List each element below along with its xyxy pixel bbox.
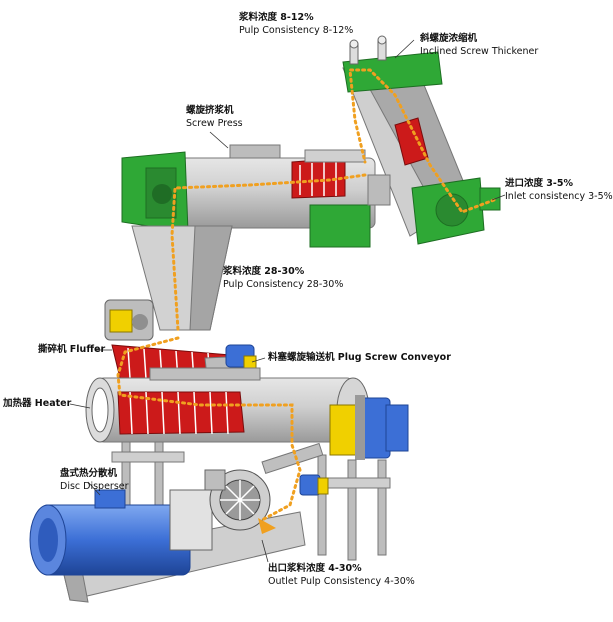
pulp-flow-path xyxy=(116,68,496,522)
fluffer xyxy=(104,299,154,341)
label-pulp-mid-zh: 浆料浓度 28-30% xyxy=(223,266,305,277)
label-disc-disperser: 盘式热分散机 Disc Disperser xyxy=(60,467,129,493)
process-diagram: 浆料浓度 8-12% Pulp Consistency 8-12% 斜螺旋浓缩机… xyxy=(3,11,613,603)
hopper xyxy=(131,225,233,331)
disc-disperser xyxy=(29,442,329,603)
label-inlet-zh: 进口浓度 3-5% xyxy=(505,178,573,189)
label-screw-press-zh: 螺旋挤浆机 xyxy=(186,105,234,116)
heater xyxy=(85,367,409,460)
label-outlet-consistency: 出口浆料浓度 4-30% Outlet Pulp Consistency 4-3… xyxy=(268,562,415,588)
support-frame xyxy=(111,441,391,561)
label-plug-screw-conveyor: 料塞螺旋输送机 Plug Screw Conveyor xyxy=(268,351,451,364)
leader-lines xyxy=(69,39,506,563)
machine-illustration xyxy=(29,35,506,603)
label-heater-text: 加热器 Heater xyxy=(3,398,72,409)
label-outlet-zh: 出口浆料浓度 4-30% xyxy=(268,563,362,574)
label-outlet-en: Outlet Pulp Consistency 4-30% xyxy=(268,576,415,587)
label-inclined-screw-thickener: 斜螺旋浓缩机 Inclined Screw Thickener xyxy=(420,32,538,58)
label-pulp-top-zh: 浆料浓度 8-12% xyxy=(239,12,314,23)
label-pulp-consistency-top: 浆料浓度 8-12% Pulp Consistency 8-12% xyxy=(239,11,353,37)
label-fluffer: 撕碎机 Fluffer xyxy=(38,343,105,356)
screw-press xyxy=(121,144,391,248)
label-screw-press: 螺旋挤浆机 Screw Press xyxy=(186,104,243,130)
label-inlet-consistency: 进口浓度 3-5% Inlet consistency 3-5% xyxy=(505,177,613,203)
label-heater: 加热器 Heater xyxy=(3,397,71,410)
label-thickener-en: Inclined Screw Thickener xyxy=(420,46,539,57)
label-inlet-en: Inlet consistency 3-5% xyxy=(505,191,613,202)
label-disperser-en: Disc Disperser xyxy=(60,481,129,492)
label-pulp-top-en: Pulp Consistency 8-12% xyxy=(239,25,354,36)
label-screw-press-en: Screw Press xyxy=(186,118,243,129)
label-thickener-zh: 斜螺旋浓缩机 xyxy=(420,33,478,44)
label-fluffer-text: 撕碎机 Fluffer xyxy=(38,344,106,355)
label-pulp-mid-en: Pulp Consistency 28-30% xyxy=(223,279,344,290)
label-disperser-zh: 盘式热分散机 xyxy=(60,468,118,479)
label-pulp-consistency-mid: 浆料浓度 28-30% Pulp Consistency 28-30% xyxy=(223,265,343,291)
label-plug-conveyor-text: 料塞螺旋输送机 Plug Screw Conveyor xyxy=(268,352,451,363)
inclined-screw-thickener xyxy=(342,35,501,245)
